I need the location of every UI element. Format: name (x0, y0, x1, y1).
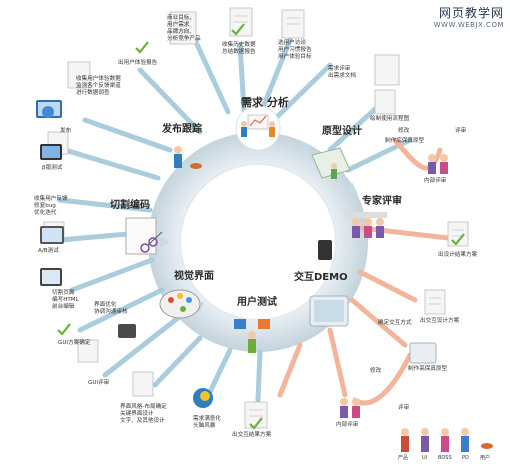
note-test-plan: 出交互结果方案 (232, 432, 272, 438)
note-track: 收集用户体验数据 监测各个反馈渠道 进行数据调查 (76, 76, 121, 96)
role-label-user: 用户 (480, 455, 491, 461)
note-gui-confirm: GUI方案确定 (58, 340, 91, 346)
stage-prototype: 原型设计 (322, 126, 362, 137)
stage-demo: 交互DEMO (294, 272, 348, 283)
note-internal-1: 内部评审 (424, 178, 447, 184)
note-review-2: 评审 (398, 405, 410, 411)
note-personas: 选用户访谈 用户习惯报告 用户体验目标 (278, 40, 312, 60)
note-internal-2: 内部评审 (336, 422, 359, 428)
note-collect: 收集历史数据 总结数据报告 (222, 42, 256, 55)
note-release: 发布 (60, 128, 72, 134)
note-modify-2: 修改 (370, 368, 382, 374)
role-label-pd: PD (462, 455, 469, 461)
stage-visual: 视觉界面 (174, 271, 214, 282)
note-interaction: 确定交互方式 (378, 320, 412, 326)
note-modify-1: 修改 (398, 128, 410, 134)
stage-usertest: 用户测试 (237, 297, 277, 308)
note-collect-fb: 收集用户反馈 修复bug 优化迭代 (34, 196, 68, 216)
role-figures (401, 428, 493, 452)
note-interaction-plan: 出交互设计方案 (420, 318, 460, 324)
note-release-plan: 出用户体验报告 (118, 60, 158, 66)
note-slicing-desc: 切割页面 编写HTML 前台编辑 (52, 290, 79, 310)
ring-flow-arrows (160, 140, 366, 347)
watermark-url: WWW.WEBJX.COM (433, 21, 504, 29)
stage-requirements: 需求 分析 (241, 96, 289, 109)
spoke-arrows (57, 37, 413, 403)
note-review-1: 评审 (455, 128, 467, 134)
stage-review: 专家评审 (362, 196, 402, 207)
note-optimize: 界面优化 协调沟通审核 (94, 302, 128, 315)
note-goals: 商业目标、 用户需求 品牌方向、 分析竞争产品 (167, 15, 201, 42)
note-hifi: 制作高保真原型 (408, 366, 448, 372)
note-flow: 绘制使用流程图 (370, 116, 410, 122)
stage-release: 发布跟踪 (162, 124, 202, 135)
note-expert-plan: 出设计结果方案 (438, 252, 478, 258)
note-beta: β版测试 (42, 165, 63, 171)
device-icons (36, 100, 437, 364)
note-gui-review: GUI评审 (88, 380, 110, 386)
note-proto-draft: 制作底保真原型 (385, 138, 425, 144)
role-label-ui: UI (422, 455, 428, 461)
stage-slicing: 切割编码 (110, 200, 150, 211)
note-visual-style: 界面风格-布局确定 关键界面设计 文字、及其他设计 (120, 404, 167, 424)
note-visual-need: 需求满意化 头脑风暴 (193, 416, 221, 429)
note-ab-test: A/B测试 (38, 248, 59, 254)
role-label-boss: BOSS (438, 455, 452, 461)
note-req-doc: 需求评审 出需求文档 (328, 66, 356, 79)
role-label-product: 产品 (398, 455, 409, 461)
watermark-title: 网页教学网 (438, 6, 504, 20)
watermark: 网页教学网 WWW.WEBJX.COM (434, 4, 504, 29)
stage-illustrations (125, 105, 448, 418)
